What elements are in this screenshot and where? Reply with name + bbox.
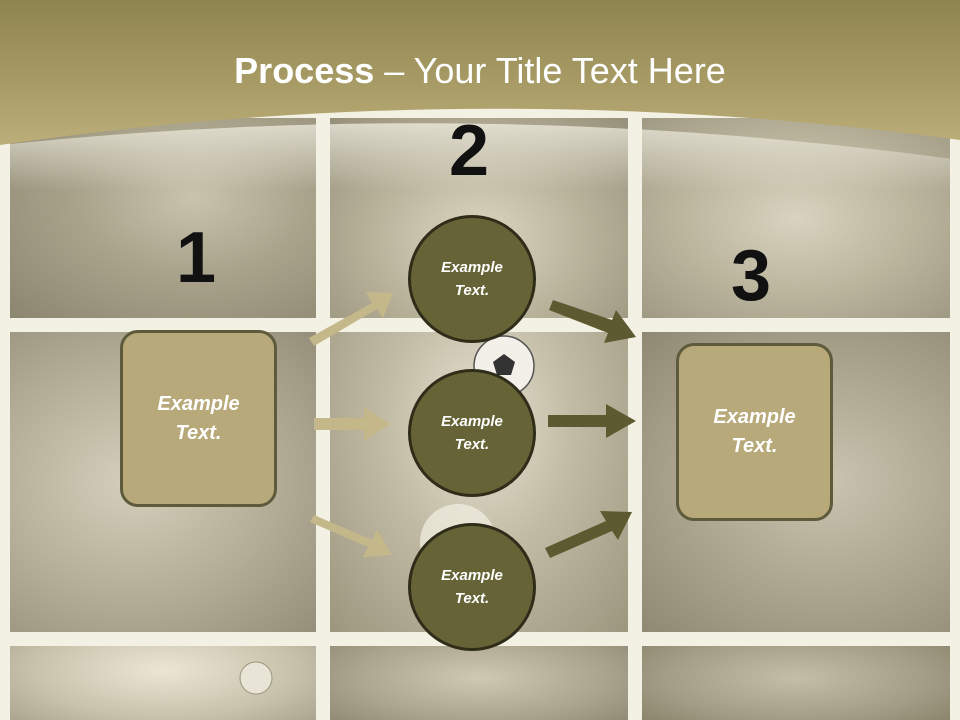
step-3-box-line-1: Example	[713, 406, 796, 428]
circle-middle-line-1: Example	[441, 413, 503, 430]
circle-middle-line-2: Text.	[454, 436, 490, 453]
circle-bottom-line-2: Text.	[454, 590, 490, 607]
arrow-right-light	[314, 407, 390, 441]
photo-tile-golf-ball	[10, 646, 316, 720]
arrow-up-right-light	[309, 292, 393, 346]
arrow-right-dark	[548, 404, 636, 438]
arrow-down-right-dark	[549, 300, 636, 343]
step-2-circle-top: Example Text.	[408, 215, 536, 343]
step-number-3: 3	[731, 236, 772, 316]
step-number-1: 1	[176, 218, 217, 298]
slide-title: Process – Your Title Text Here	[234, 50, 726, 91]
step-3-box: Example Text.	[676, 343, 833, 521]
step-2-circle-bottom: Example Text.	[408, 523, 536, 651]
step-1-box-line-1: Example	[157, 392, 240, 415]
golf-ball-icon	[239, 661, 273, 695]
dark-arrows	[545, 300, 636, 558]
step-3-box-line-2: Text.	[731, 435, 778, 457]
arrow-down-right-light	[310, 515, 392, 557]
step-2-circle-middle: Example Text.	[408, 369, 536, 497]
arrow-up-right-dark	[545, 511, 632, 558]
light-arrows	[309, 292, 393, 557]
step-1-box-line-2: Text.	[175, 421, 222, 444]
circle-top-line-1: Example	[441, 259, 503, 276]
circle-bottom-line-1: Example	[441, 567, 503, 584]
photo-tile-athlete	[330, 646, 628, 720]
step-1-box: Example Text.	[120, 330, 277, 507]
circle-top-line-2: Text.	[454, 282, 490, 299]
photo-tile-sneakers	[642, 646, 950, 720]
step-number-2: 2	[449, 111, 490, 191]
header-band	[0, 0, 960, 190]
